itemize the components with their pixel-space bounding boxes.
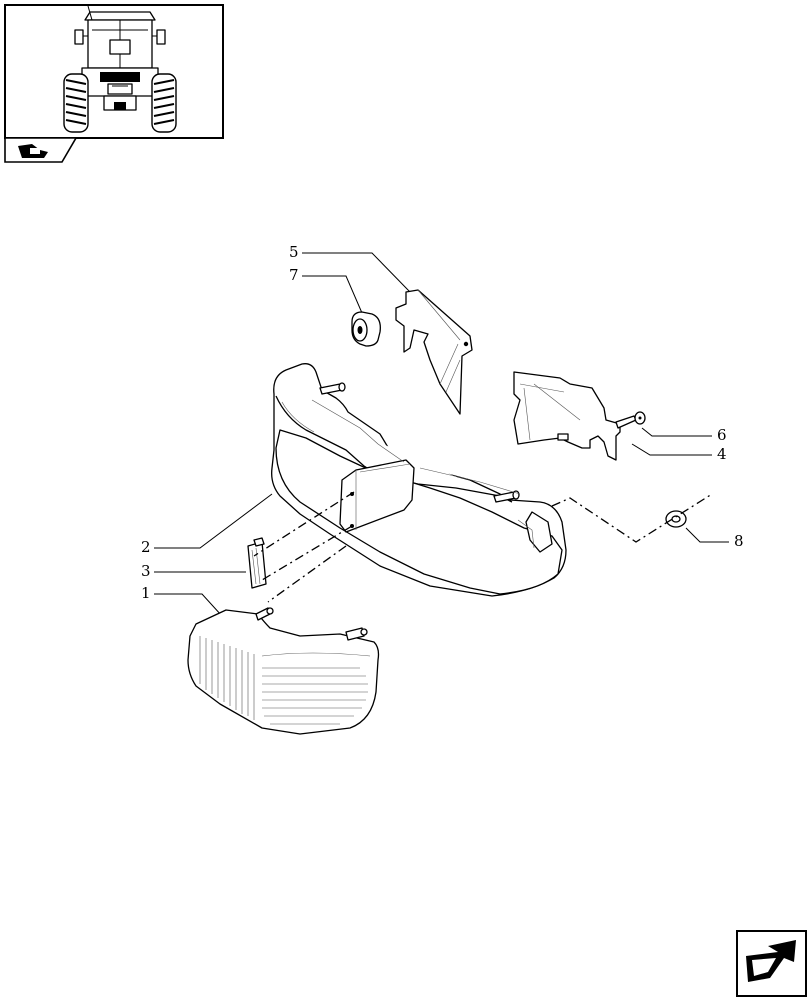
lamp-lens-part-1[interactable]: [187, 607, 380, 735]
callout-7: 7: [289, 266, 299, 284]
callout-3: 3: [141, 562, 151, 580]
tractor-section-icon: [18, 144, 48, 158]
callout-4: 4: [717, 445, 727, 463]
next-page-arrow-icon: [746, 940, 796, 982]
callout-8: 8: [734, 532, 744, 550]
callout-1: 1: [141, 584, 151, 602]
section-tab[interactable]: [4, 137, 78, 163]
thumbnail-frame[interactable]: [4, 4, 224, 139]
assembly-lines: [253, 491, 713, 603]
callout-5: 5: [289, 243, 299, 261]
spacer-part-7[interactable]: [351, 311, 381, 347]
gasket-part-3[interactable]: [247, 537, 267, 589]
callout-6: 6: [717, 426, 727, 444]
grommet-part-8[interactable]: [665, 510, 687, 528]
tractor-rear-view-icon: [63, 5, 177, 133]
next-page-button[interactable]: [736, 930, 807, 997]
bracket-part-5[interactable]: [395, 289, 473, 415]
leader-lines: [154, 252, 729, 617]
lamp-housing-part-2[interactable]: [271, 363, 567, 597]
bolt-part-6[interactable]: [615, 411, 646, 429]
callout-2: 2: [141, 538, 151, 556]
bracket-part-4[interactable]: [513, 371, 621, 461]
